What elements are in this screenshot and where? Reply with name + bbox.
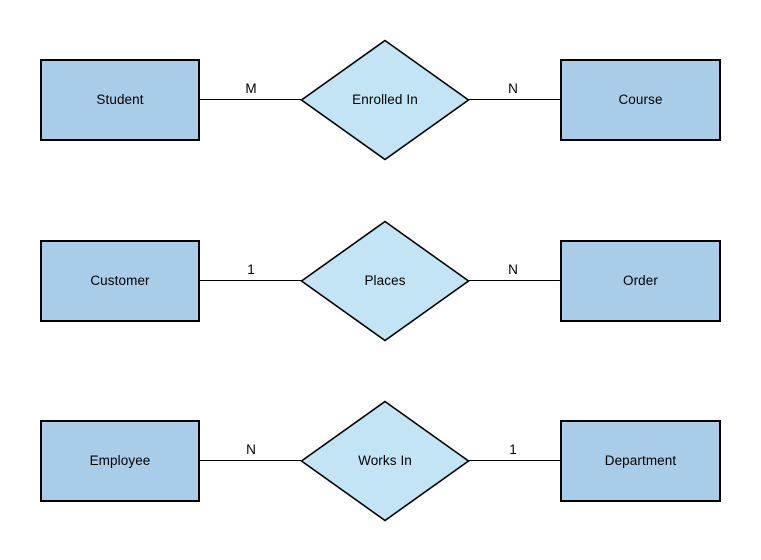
diamond-shape-icon bbox=[300, 220, 470, 342]
cardinality-label-right: N bbox=[508, 262, 518, 277]
entity-label: Order bbox=[622, 273, 658, 289]
connector-line-left bbox=[200, 99, 301, 100]
connector-line-right bbox=[469, 460, 561, 461]
relationship-label: Works In bbox=[358, 453, 412, 469]
connector-line-left bbox=[200, 280, 301, 281]
entity-employee[interactable]: Employee bbox=[40, 420, 200, 502]
relationship-enrolled-in[interactable]: Enrolled In bbox=[300, 39, 470, 161]
cardinality-label-left: M bbox=[245, 81, 257, 96]
entity-department[interactable]: Department bbox=[560, 420, 721, 502]
entity-label: Course bbox=[618, 92, 663, 108]
cardinality-label-right: N bbox=[508, 81, 518, 96]
connector-line-right bbox=[469, 99, 561, 100]
relationship-label: Enrolled In bbox=[352, 92, 418, 108]
er-relationship-row: Customer 1 Places N Order bbox=[0, 211, 761, 351]
entity-order[interactable]: Order bbox=[560, 240, 721, 322]
entity-label: Student bbox=[96, 92, 144, 108]
entity-label: Customer bbox=[90, 273, 150, 289]
er-relationship-row: Student M Enrolled In N Course bbox=[0, 30, 761, 170]
relationship-works-in[interactable]: Works In bbox=[300, 400, 470, 522]
cardinality-label-left: 1 bbox=[247, 262, 255, 277]
cardinality-label-right: 1 bbox=[509, 442, 517, 457]
entity-customer[interactable]: Customer bbox=[40, 240, 200, 322]
cardinality-label-left: N bbox=[246, 442, 256, 457]
entity-label: Department bbox=[604, 453, 677, 469]
entity-student[interactable]: Student bbox=[40, 59, 200, 141]
entity-course[interactable]: Course bbox=[560, 59, 721, 141]
relationship-places[interactable]: Places bbox=[300, 220, 470, 342]
connector-line-left bbox=[200, 460, 301, 461]
er-relationship-row: Employee N Works In 1 Department bbox=[0, 391, 761, 531]
connector-line-right bbox=[469, 280, 561, 281]
diamond-shape-icon bbox=[300, 400, 470, 522]
relationship-label: Places bbox=[364, 273, 406, 289]
diamond-shape-icon bbox=[300, 39, 470, 161]
entity-label: Employee bbox=[89, 453, 151, 469]
